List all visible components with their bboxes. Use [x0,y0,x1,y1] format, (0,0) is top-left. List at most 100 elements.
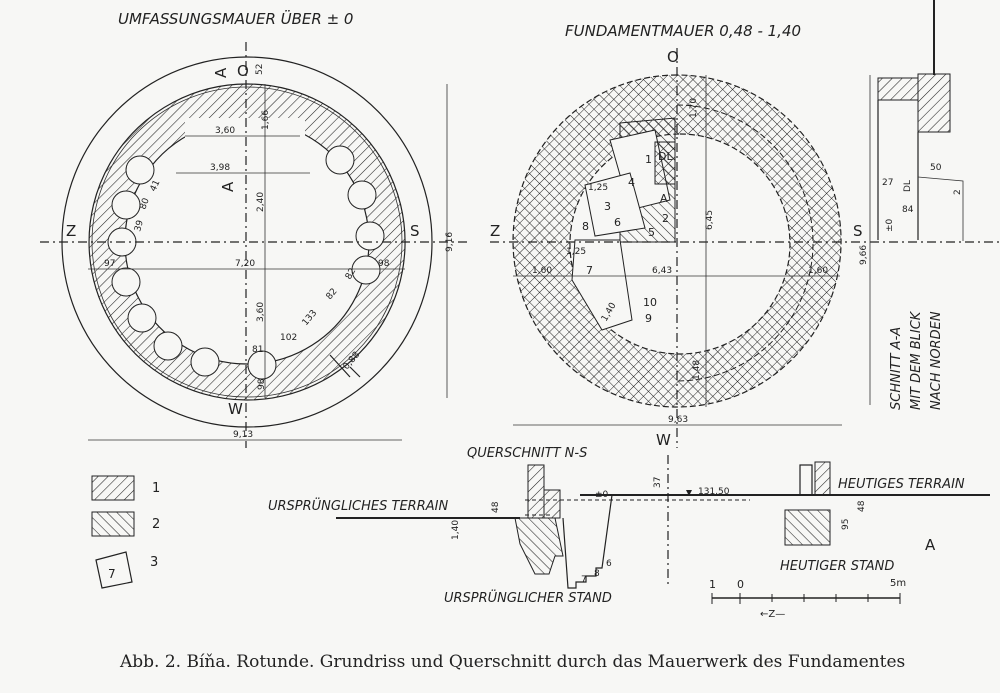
foundation [514,517,564,575]
dim-label: 98 [378,259,390,269]
trench-profile [562,494,613,589]
compass-north: O [667,48,679,66]
wall-above [543,489,561,519]
dim-label: 95 [841,519,851,530]
dim-label: 1,25 [566,247,586,257]
step-label: 7 [581,575,587,585]
section-number: DL [658,150,673,163]
dim-label: 2,40 [256,192,266,212]
wall-above [527,464,545,519]
cross-section: QUERSCHNITT N-S URSPRÜNGLICHES TERRAIN H… [268,446,990,606]
dim-label: 102 [280,333,297,343]
dim-label: 2 [953,189,963,195]
current-terrain-label: HEUTIGES TERRAIN [838,477,965,492]
dim-label: DL [903,180,913,192]
legend-swatch-3 [95,551,133,589]
current-foundation [784,509,831,546]
current-state-label: HEUTIGER STAND [780,559,894,574]
plan-left: UMFASSUNGSMAUER ÜBER ± 0 O W Z S A A 3,6… [40,9,470,448]
original-state-label: URSPRÜNGLICHER STAND [444,589,612,606]
cross-section-dimensions: 48 1,40 37 95 48 7 8 6 [451,477,867,585]
dim-label: 133 [301,308,320,328]
dim-label: 80 [138,197,151,211]
legend-label: 2 [152,517,160,532]
dim-label: 97 [104,259,115,269]
dim-label: 84 [902,205,914,215]
wall-edge [799,464,813,496]
section-number: A [660,192,668,205]
plan-left-title: UMFASSUNGSMAUER ÜBER ± 0 [118,9,353,28]
section-aa: 50 27 DL 84 ±0 2 SCHNITT A-A MIT DEM BLI… [877,0,964,410]
section-numbers: 1 2 3 4 5 6 7 8 9 10 DL A [582,150,673,325]
zero-label: ±0 [595,490,609,500]
section-number: 6 [614,216,621,229]
dim-label: 1,70 [689,98,699,118]
dim-label: 3,60 [256,302,266,322]
legend-swatch-2 [91,511,135,537]
dim-label: 1,48 [692,360,702,380]
section-number: 2 [662,212,669,225]
legend-swatch-1 [91,475,135,501]
dim-label: 6,43 [652,266,672,276]
scale-label: 1 [709,578,716,591]
section-number: 10 [643,296,657,309]
original-terrain-label: URSPRÜNGLICHES TERRAIN [268,497,448,514]
dim-label: 1,60 [808,266,828,276]
dim-label: 82 [325,287,340,302]
compass-south: W [228,400,243,418]
dim-label: 52 [255,64,265,75]
dim-label: ±0 [885,218,895,232]
dim-label: 48 [491,501,501,513]
scale-ticks [711,593,901,604]
dim-label: 1,25 [588,183,608,193]
figure-caption: Abb. 2. Bíňa. Rotunde. Grundriss und Que… [119,652,905,672]
section-number: 7 [586,264,593,277]
mark-a: A [925,536,936,554]
legend-label: 3 [150,555,158,570]
dim-label: 37 [653,477,663,488]
section-aa-dimensions: 50 27 DL 84 ±0 2 [882,163,963,232]
cross-section-title: QUERSCHNITT N-S [467,446,587,461]
dim-label: 1,40 [451,520,461,540]
dim-label: 9,16 [445,232,455,252]
dl-block [654,141,676,185]
dim-label: 48 [857,500,867,512]
section-number: 9 [645,312,652,325]
legend-label: 1 [152,481,160,496]
trench-sections [571,129,671,331]
wall-block [917,73,951,133]
legend-sample: 7 [108,567,116,581]
dim-label: 41 [149,179,163,194]
label-line: NACH NORDEN [929,311,944,410]
label-line: MIT DEM BLICK [909,310,924,410]
compass-west: Z [490,222,500,240]
dim-label: 3,98 [210,163,230,173]
dim-label: 1,60 [532,266,552,276]
compass-south: W [656,431,671,449]
dim-label: 7,20 [235,259,255,269]
wall-block [877,77,919,101]
foundation-ring-crosshatched [512,74,842,408]
section-mark-a: A [212,67,230,78]
plan-right: FUNDAMENTMAUER 0,48 - 1,40 O W Z S 1,70 … [490,22,1000,449]
elevation-marker-icon [686,490,692,496]
step-label: 6 [606,559,612,569]
trench-outline [917,176,964,241]
plan-right-title: FUNDAMENTMAUER 0,48 - 1,40 [565,22,801,40]
dim-label: 9,13 [233,430,253,440]
section-number: 4 [628,176,635,189]
compass-east: S [853,222,863,240]
legend: 1 2 7 3 [91,475,160,589]
section-mark-a: A [219,181,237,192]
dim-label: 82 [344,267,358,282]
wall-niches [107,118,385,380]
elevation-label: 131,50 [698,487,730,497]
direction-arrow-icon: ←Z— [760,609,785,620]
dim-label: 9,63 [668,415,688,425]
scale-label: 5m [890,578,906,589]
scale-bar: 1 0 5m ←Z— [709,578,906,620]
dim-label: 98 [257,378,267,390]
dim-label: 81 [252,345,263,355]
